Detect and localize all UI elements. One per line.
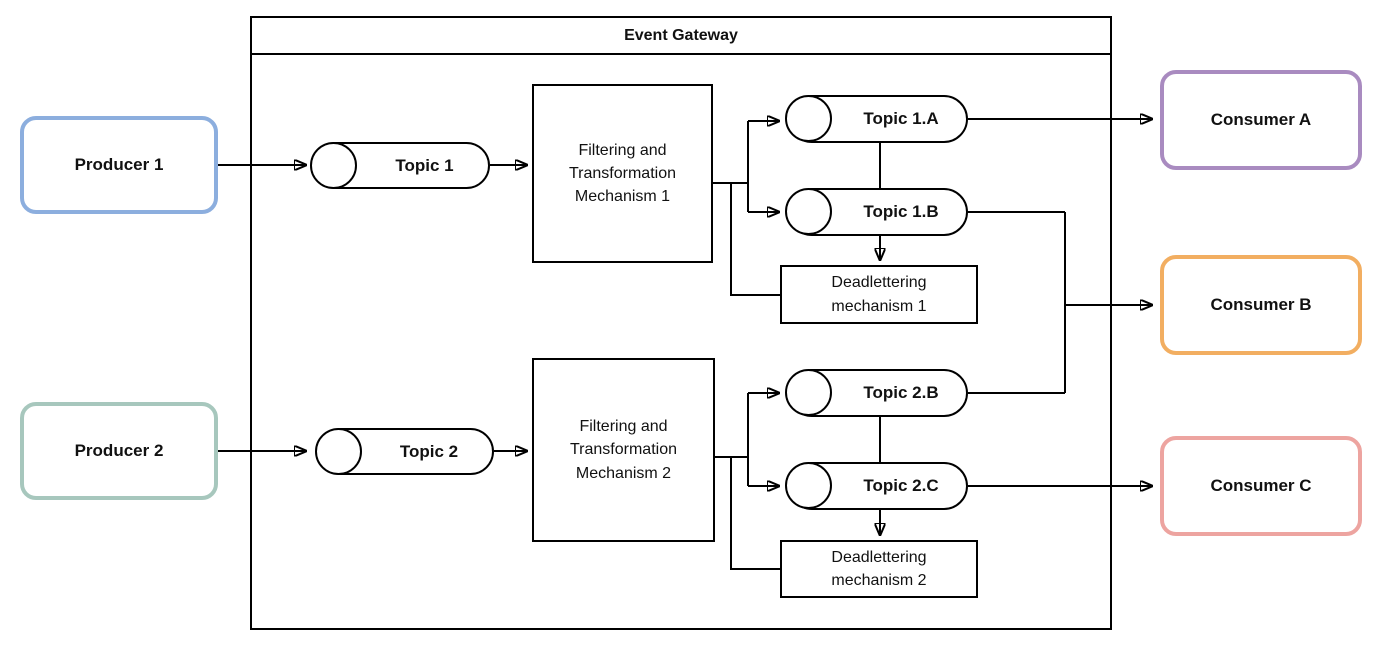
topic2c-label: Topic 2.C <box>863 476 939 495</box>
topic2c-queue: Topic 2.C <box>785 462 968 510</box>
edge-filter2-deadlettering2 <box>730 457 780 570</box>
queue-end-icon <box>310 142 357 189</box>
filter1-line3: Mechanism 1 <box>574 188 671 206</box>
topic1-label: Topic 1 <box>395 155 454 175</box>
dead1-line1: Deadlettering <box>831 274 927 292</box>
deadlettering-mechanism2-node: Deadlettering mechanism 2 <box>780 540 978 598</box>
dead2-line1: Deadlettering <box>831 548 927 566</box>
consumerB-node: Consumer B <box>1160 255 1362 355</box>
queue-end-icon <box>785 369 832 416</box>
queue-end-icon <box>315 428 362 475</box>
producer2-label: Producer 2 <box>74 441 164 460</box>
filter2-line3: Mechanism 2 <box>575 464 672 482</box>
producer1-label: Producer 1 <box>74 155 164 174</box>
deadlettering-mechanism1-node: Deadlettering mechanism 1 <box>780 265 978 324</box>
filter2-line2: Transformation <box>570 441 677 459</box>
edge-filter1-deadlettering1 <box>730 183 780 296</box>
queue-end-icon <box>785 95 832 142</box>
filter1-line1: Filtering and <box>578 141 667 159</box>
filter2-line1: Filtering and <box>579 418 668 436</box>
producer1-node: Producer 1 <box>20 116 218 214</box>
topic1-queue: Topic 1 <box>310 142 490 189</box>
filter1-line2: Transformation <box>569 164 676 182</box>
consumerC-node: Consumer C <box>1160 436 1362 536</box>
consumerA-label: Consumer A <box>1210 110 1312 129</box>
event-gateway-title: Event Gateway <box>252 18 1110 55</box>
topic2-label: Topic 2 <box>399 441 459 461</box>
filtering-mechanism2-node: Filtering and Transformation Mechanism 2 <box>532 358 715 542</box>
topic1b-queue: Topic 1.B <box>785 188 968 236</box>
consumerB-label: Consumer B <box>1210 295 1312 314</box>
topic2-queue: Topic 2 <box>315 428 494 475</box>
topic2b-label: Topic 2.B <box>863 383 939 402</box>
topic1b-label: Topic 1.B <box>863 202 939 221</box>
producer2-node: Producer 2 <box>20 402 218 500</box>
topic1a-label: Topic 1.A <box>863 109 939 128</box>
topic1a-queue: Topic 1.A <box>785 95 968 143</box>
queue-end-icon <box>785 462 832 509</box>
dead2-line2: mechanism 2 <box>831 572 927 589</box>
consumerA-node: Consumer A <box>1160 70 1362 170</box>
queue-end-icon <box>785 188 832 235</box>
topic2b-queue: Topic 2.B <box>785 369 968 417</box>
filtering-mechanism1-node: Filtering and Transformation Mechanism 1 <box>532 84 713 263</box>
dead1-line2: mechanism 1 <box>831 297 927 315</box>
consumerC-label: Consumer C <box>1210 476 1312 495</box>
